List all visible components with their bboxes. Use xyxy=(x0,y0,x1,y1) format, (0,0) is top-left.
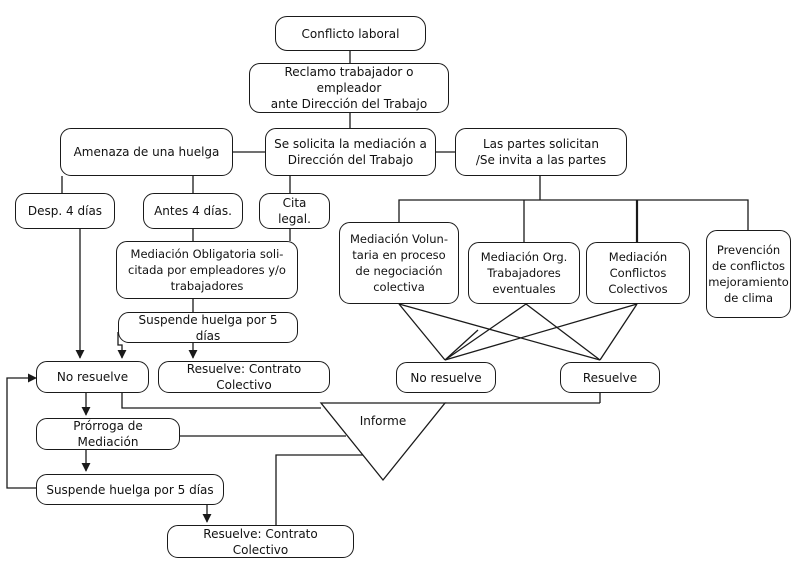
node-prevencion-conflictos: Prevención de conflictos mejoramiento de… xyxy=(706,230,791,318)
connector-suspende1-noresuelve xyxy=(117,332,127,359)
node-resuelve-contrato-1: Resuelve: Contrato Colectivo xyxy=(158,361,330,393)
connector-cross-3 xyxy=(525,303,601,361)
node-amenaza-huelga: Amenaza de una huelga xyxy=(60,128,233,176)
node-suspende-huelga-1: Suspende huelga por 5 días xyxy=(118,312,298,343)
node-resuelve-right: Resuelve xyxy=(560,362,660,393)
node-mediacion-voluntaria: Mediación Volun- taria en proceso de neg… xyxy=(339,222,459,304)
node-mediacion-obligatoria: Mediación Obligatoria soli- citada por e… xyxy=(116,241,298,299)
node-prorroga-mediacion: Prórroga de Mediación xyxy=(36,418,180,450)
node-mediacion-org: Mediación Org. Trabajadores eventuales xyxy=(468,242,580,304)
node-desp-4-dias: Desp. 4 días xyxy=(15,193,115,229)
node-solicita-mediacion: Se solicita la mediación a Dirección del… xyxy=(265,128,436,176)
connector-cross-7 xyxy=(599,303,638,361)
connector-loop-back xyxy=(6,373,37,489)
connector-tree-horizontal xyxy=(398,199,749,230)
node-cita-legal: Cita legal. xyxy=(259,193,330,229)
node-antes-4-dias: Antes 4 días. xyxy=(143,193,243,229)
informe-label: Informe xyxy=(359,414,407,428)
connector-cross-6 xyxy=(398,303,446,361)
node-mediacion-conflictos: Mediación Conflictos Colectivos xyxy=(586,242,690,304)
node-partes-solicitan: Las partes solicitan /Se invita a las pa… xyxy=(455,128,627,176)
connector-cross-5 xyxy=(444,329,479,361)
node-no-resuelve-right: No resuelve xyxy=(396,362,496,393)
informe-triangle xyxy=(319,402,447,482)
node-no-resuelve-left: No resuelve xyxy=(36,361,149,393)
connector-cross-1 xyxy=(398,303,601,361)
node-suspende-huelga-2: Suspende huelga por 5 días xyxy=(36,474,224,505)
connector-cross-4 xyxy=(444,303,638,361)
connector-noresuelve-informe xyxy=(121,393,321,409)
node-resuelve-contrato-2: Resuelve: Contrato Colectivo xyxy=(167,525,354,558)
connector-cross-2 xyxy=(444,303,527,361)
node-reclamo: Reclamo trabajador o empleador ante Dire… xyxy=(249,63,449,113)
node-conflicto-laboral: Conflicto laboral xyxy=(275,16,426,51)
